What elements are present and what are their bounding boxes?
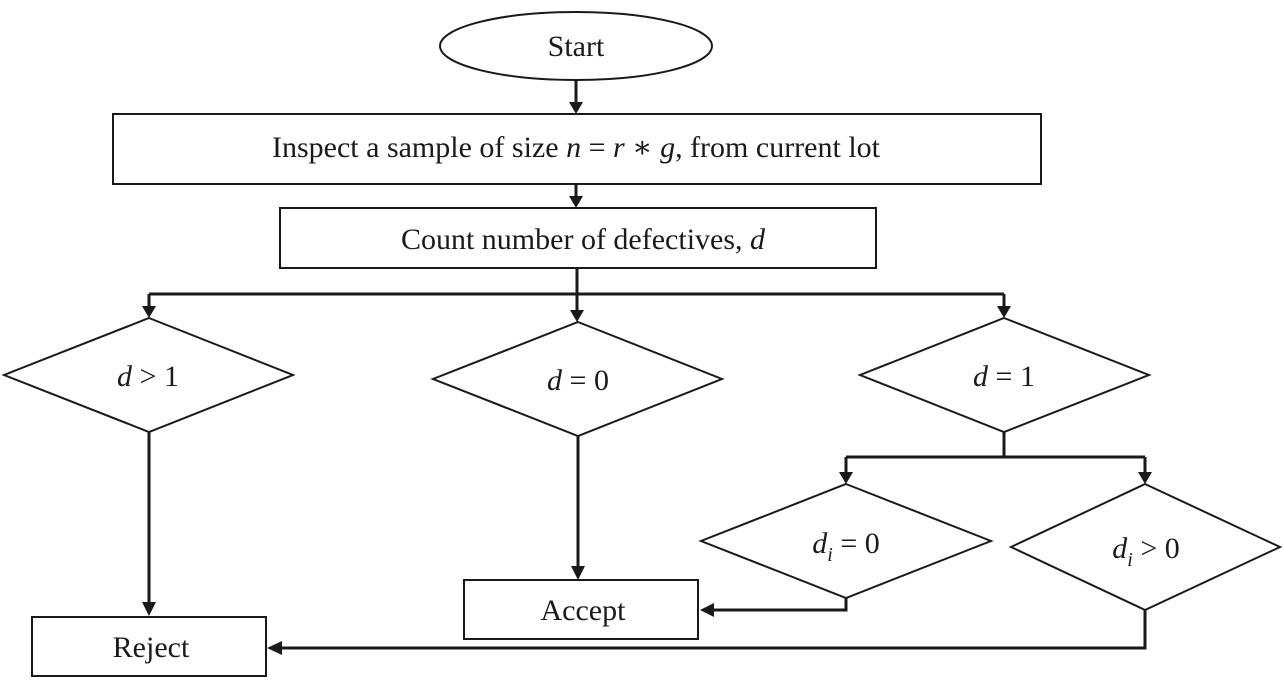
decision-di-eq-0-label: di = 0 bbox=[812, 527, 879, 566]
node-count: Count number of defectives, d bbox=[279, 207, 877, 269]
decision-d-eq-1-label: d = 1 bbox=[973, 360, 1035, 393]
reject-label: Reject bbox=[113, 631, 190, 664]
connector-dieq0-accept bbox=[712, 598, 848, 612]
inspect-label: Inspect a sample of size n = r ∗ g, from… bbox=[272, 131, 881, 164]
decision-di-gt-0: di > 0 bbox=[1008, 482, 1283, 612]
count-box bbox=[279, 207, 877, 269]
node-start: Start bbox=[439, 11, 713, 81]
start-label: Start bbox=[548, 30, 605, 63]
decision-d-eq-0-label: d = 0 bbox=[547, 364, 609, 397]
arrowhead-branch-dgt1 bbox=[142, 306, 156, 318]
decision-d-gt-1-diamond bbox=[1, 316, 296, 434]
decision-d-eq-0: d = 0 bbox=[430, 320, 725, 438]
arrowhead-inspect-count bbox=[569, 196, 583, 208]
start-ellipse bbox=[439, 11, 713, 81]
decision-di-eq-0: di = 0 bbox=[698, 482, 994, 600]
decision-d-eq-1-diamond bbox=[857, 316, 1152, 434]
inspect-box bbox=[112, 113, 1042, 185]
arrowhead-digt0-reject bbox=[267, 641, 282, 655]
decision-d-gt-1: d > 1 bbox=[1, 316, 296, 434]
arrowhead-branch-deq0 bbox=[570, 310, 584, 322]
connector-digt0-reject bbox=[280, 610, 1147, 650]
node-reject: Reject bbox=[31, 616, 267, 677]
arrowhead-dieq0-accept bbox=[700, 603, 714, 617]
arrowhead-start-inspect bbox=[569, 102, 583, 114]
reject-box bbox=[31, 616, 267, 677]
decision-d-eq-1: d = 1 bbox=[857, 316, 1152, 434]
accept-label: Accept bbox=[541, 594, 627, 627]
count-label: Count number of defectives, d bbox=[401, 223, 766, 256]
decision-d-eq-0-diamond bbox=[430, 320, 725, 438]
arrowhead-subbranch-digt0 bbox=[1138, 472, 1152, 484]
accept-box bbox=[463, 579, 699, 640]
decision-d-gt-1-label: d > 1 bbox=[117, 360, 179, 393]
arrowhead-dgt1-reject bbox=[142, 602, 156, 616]
node-accept: Accept bbox=[463, 579, 699, 640]
decision-di-gt-0-label: di > 0 bbox=[1112, 532, 1179, 571]
arrowhead-branch-deq1 bbox=[997, 306, 1011, 318]
arrowhead-deq0-accept bbox=[571, 566, 585, 580]
node-inspect: Inspect a sample of size n = r ∗ g, from… bbox=[112, 113, 1042, 185]
connectors bbox=[142, 80, 1152, 655]
decision-di-eq-0-diamond bbox=[698, 482, 994, 600]
arrowhead-subbranch-dieq0 bbox=[839, 472, 853, 484]
decision-di-gt-0-diamond bbox=[1008, 482, 1283, 612]
